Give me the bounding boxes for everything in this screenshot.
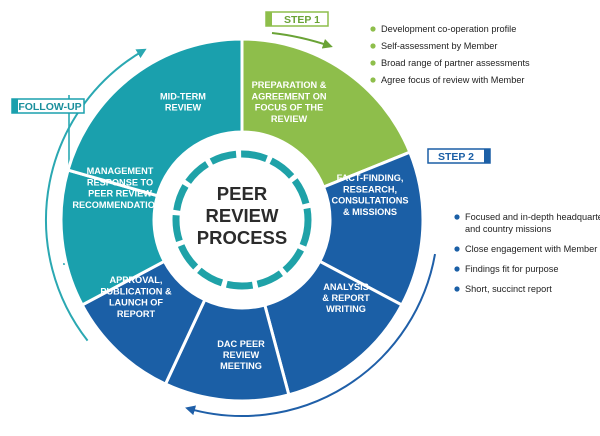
segment-management-response-label-line: MANAGEMENT (87, 166, 154, 176)
step2-bullet-text: Findings fit for purpose (465, 264, 558, 274)
step1-bullet-list: Development co-operation profileSelf-ass… (370, 24, 530, 85)
step2-bullet-text: Short, succinct report (465, 284, 552, 294)
segment-preparation-label-line: AGREEMENT ON (251, 91, 326, 101)
center-title-line-2: REVIEW (206, 205, 280, 226)
step1-bullet-dot (370, 43, 376, 49)
follow-up-label: FOLLOW-UP (18, 101, 81, 113)
step2-bullet-text: and country missions (465, 224, 552, 234)
step1-bullet-dot (370, 26, 376, 32)
step1-label: STEP 1 (284, 14, 320, 26)
step2-bullet-dot (454, 246, 460, 252)
segment-preparation (240, 37, 412, 189)
segment-management-response-label-line: PEER REVIEW (88, 189, 152, 199)
segment-mid-term-label-line: REVIEW (165, 103, 202, 113)
segment-approval-label-line: LAUNCH OF (109, 298, 163, 308)
step2-bullet-dot (454, 266, 460, 272)
segment-approval-label-line: APPROVAL, (110, 275, 163, 285)
segment-preparation-label-line: PREPARATION & (252, 80, 327, 90)
segment-fact-finding-label-line: RESEARCH, (343, 184, 397, 194)
segment-analysis-label-line: & REPORT (322, 293, 370, 303)
step2-badge: STEP 2 (427, 148, 491, 164)
segments-layer (59, 37, 425, 403)
segment-preparation-label-line: FOCUS OF THE (255, 103, 323, 113)
segment-analysis-label-line: ANALYSIS (323, 282, 369, 292)
step1-bullet-text: Self-assessment by Member (381, 41, 497, 51)
step1-bullet-text: Development co-operation profile (381, 24, 516, 34)
step2-bullet-dot (454, 286, 460, 292)
follow-up-arrow (45, 48, 147, 342)
step1-arrow (271, 32, 333, 49)
segment-analysis-label-line: WRITING (326, 304, 366, 314)
segment-fact-finding-label-line: & MISSIONS (343, 207, 397, 217)
segment-management-response-label-line: RECOMMENDATIONS (72, 200, 167, 210)
step1-badge: STEP 1 (265, 11, 329, 27)
segment-dac-meeting-label-line: MEETING (220, 361, 262, 371)
step1-bullet-text: Broad range of partner assessments (381, 58, 530, 68)
step2-bullet-text: Focused and in-depth headquarter (465, 212, 600, 222)
step1-bullet-text: Agree focus of review with Member (381, 75, 524, 85)
segment-mid-term-label-line: MID-TERM (160, 91, 206, 101)
outer-arrows (45, 32, 437, 417)
center-dashed-ring (172, 150, 312, 290)
segment-approval-label-line: PUBLICATION & (100, 286, 172, 296)
segment-fact-finding (317, 150, 425, 307)
segment-approval-label-line: REPORT (117, 309, 156, 319)
segment-preparation-label-line: REVIEW (271, 114, 308, 124)
step2-bullet-list: Focused and in-depth headquarter and coun… (454, 212, 600, 294)
step2-bullet-text: Close engagement with Member (465, 244, 597, 254)
segment-mid-term (66, 37, 244, 198)
segment-fact-finding-label-line: CONSULTATIONS (331, 196, 408, 206)
center-title-line-1: PEER (217, 183, 267, 204)
step2-bullet-dot (454, 214, 460, 220)
step2-label: STEP 2 (438, 151, 474, 163)
segment-dac-meeting-label-line: DAC PEER (217, 339, 265, 349)
segment-fact-finding-label-line: FACT-FINDING, (337, 173, 404, 183)
segment-dac-meeting-label-line: REVIEW (223, 350, 260, 360)
step1-bullet-dot (370, 60, 376, 66)
center-disc (184, 162, 300, 278)
step2-arrow (185, 253, 437, 417)
center-title-line-3: PROCESS (197, 227, 287, 248)
step1-bullet-dot (370, 77, 376, 83)
follow-up-badge: FOLLOW-UP (11, 98, 85, 114)
segment-management-response-label-line: RESPONSE TO (87, 177, 153, 187)
